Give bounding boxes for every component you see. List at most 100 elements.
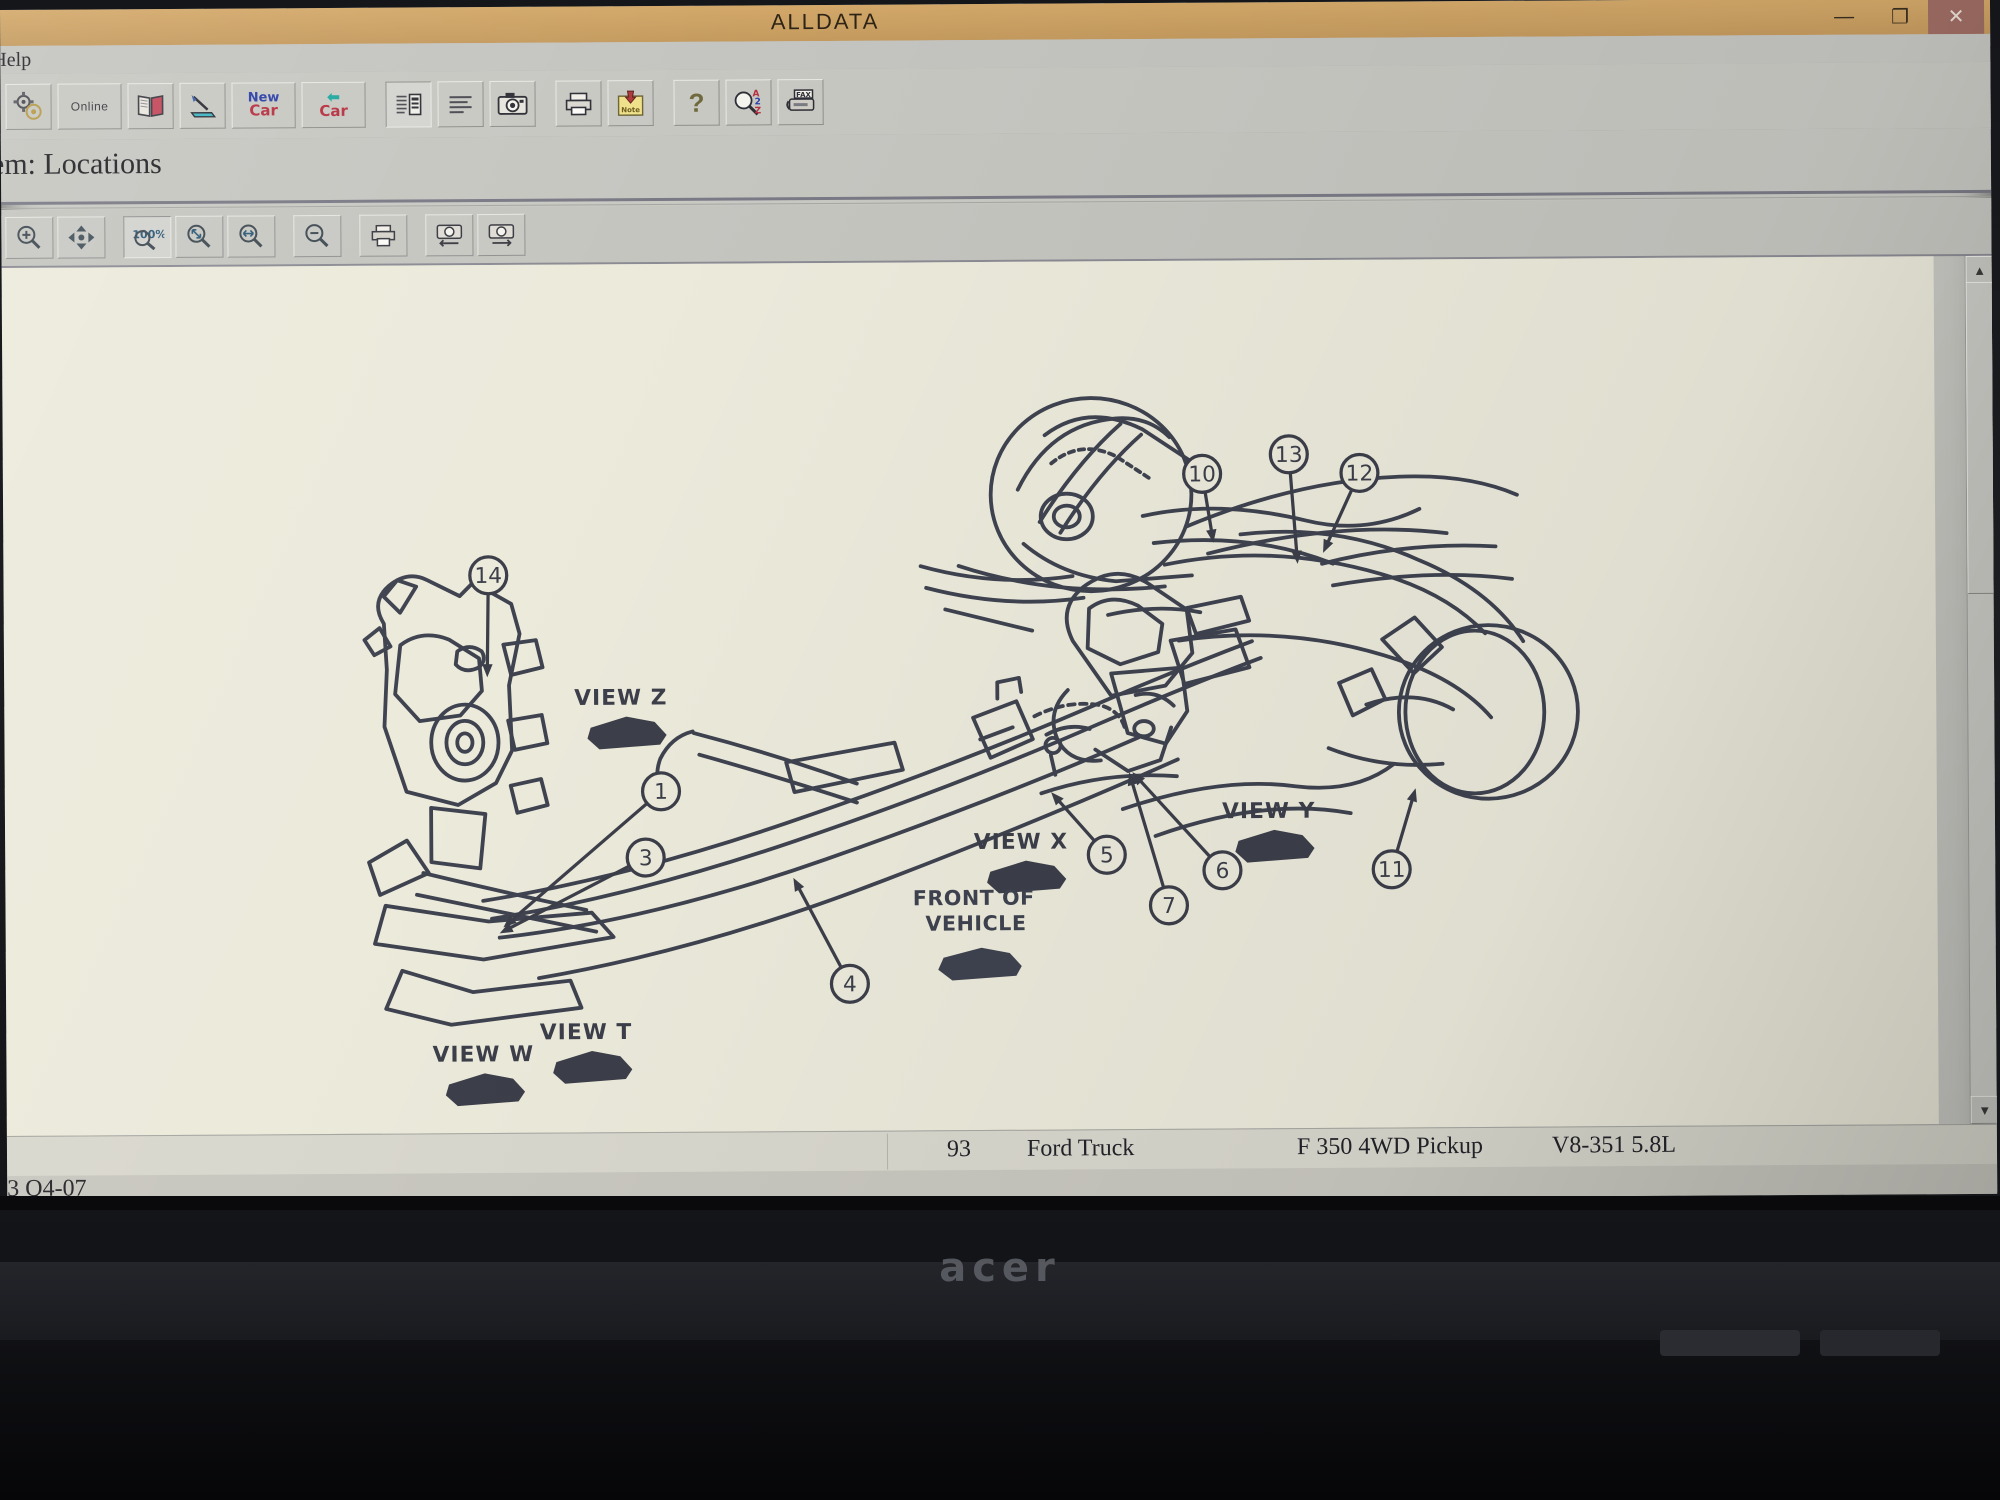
brand-logo: acer: [939, 1245, 1061, 1291]
view-label-text: VIEW T: [540, 1020, 633, 1046]
next-graphic-icon[interactable]: [477, 213, 526, 257]
callout-bubble: [1086, 834, 1127, 875]
callout-bubble: [1339, 452, 1380, 493]
note-label: Note: [621, 106, 640, 114]
callout-number: 1: [654, 780, 668, 805]
callout-arrowhead: [503, 914, 517, 928]
viewer-toolbar: 100%: [1, 197, 1994, 268]
pen-edit-icon[interactable]: [179, 82, 226, 129]
change-car-label: Car: [319, 101, 348, 121]
callout-arrowhead: [1291, 550, 1302, 564]
vehicle-year: 93: [946, 1136, 972, 1163]
glossary-search-icon[interactable]: A 2 Z: [725, 79, 772, 126]
callout-10: 10: [1182, 453, 1223, 543]
vehicle-make: Ford Truck: [1026, 1135, 1135, 1162]
view-label-view-z: VIEW Z: [574, 685, 668, 750]
vehicle-engine: V8-351 5.8L: [1551, 1131, 1677, 1159]
pan-move-icon[interactable]: [57, 216, 106, 259]
close-icon: ✕: [1947, 5, 1965, 28]
zoom-out-icon[interactable]: [293, 214, 342, 258]
callout-arrowhead: [1323, 538, 1334, 553]
gears-settings-icon[interactable]: [5, 83, 52, 130]
callout-11: 11: [1371, 788, 1417, 890]
change-car-icon[interactable]: ⬅ Car: [301, 81, 366, 129]
scroll-up-button[interactable]: ▲: [1965, 255, 1994, 284]
print-icon[interactable]: [555, 80, 602, 127]
vehicle-model: F 350 4WD Pickup: [1296, 1132, 1484, 1161]
callout-number: 11: [1378, 858, 1406, 883]
callout-leader: [1325, 489, 1354, 545]
view-direction-arrow: [587, 716, 667, 750]
zoom-in-icon[interactable]: [5, 216, 54, 259]
view-direction-arrow: [445, 1073, 526, 1107]
desk-surface: [0, 1340, 2000, 1500]
callout-number: 4: [843, 972, 857, 997]
laptop-foot-left: [1660, 1330, 1800, 1356]
view-label-text: VIEW Z: [574, 685, 668, 711]
maximize-button[interactable]: ❐: [1872, 0, 1928, 35]
callout-number: 3: [639, 846, 653, 871]
new-car-label: Car: [249, 101, 278, 120]
online-button[interactable]: Online: [57, 83, 122, 130]
view-direction-arrow: [553, 1051, 633, 1084]
laptop-screen: ALLDATA — ❐ ✕ Help: [0, 0, 1998, 1206]
callout-arrowhead: [499, 922, 514, 934]
article-list-icon[interactable]: [385, 81, 432, 128]
callout-leader: [1395, 797, 1415, 853]
previous-graphic-icon[interactable]: [425, 214, 474, 257]
callout-number: 13: [1275, 443, 1303, 468]
page-title: em: Locations: [0, 147, 162, 182]
callout-7: 7: [1127, 772, 1190, 926]
callout-number: 10: [1188, 462, 1216, 487]
callout-leader: [485, 593, 490, 668]
callout-1: 1: [503, 771, 682, 928]
help-question-icon[interactable]: ?: [673, 79, 720, 126]
callout-6: 6: [1132, 772, 1243, 891]
scroll-thumb[interactable]: [1965, 281, 1996, 594]
laptop-hinge: [0, 1196, 2000, 1210]
close-button[interactable]: ✕: [1927, 0, 1985, 35]
callout-leader: [1056, 798, 1096, 843]
fax-icon[interactable]: FAX: [777, 78, 824, 126]
callout-leader: [509, 802, 649, 923]
main-toolbar: Online New Car: [0, 61, 1993, 141]
camera-graphics-icon[interactable]: [489, 80, 536, 128]
menu-item-help[interactable]: Help: [0, 48, 32, 72]
callout-arrowhead: [1206, 528, 1217, 543]
fit-width-icon[interactable]: [227, 215, 276, 258]
callout-number: 6: [1215, 859, 1229, 884]
new-car-icon[interactable]: New Car: [231, 82, 296, 129]
maximize-icon: ❐: [1891, 5, 1910, 28]
zoom-100-icon[interactable]: 100%: [123, 215, 172, 259]
callout-bubble: [640, 771, 682, 812]
text-lines-icon[interactable]: [437, 81, 484, 128]
callout-4: 4: [793, 877, 870, 1004]
callout-number: 14: [474, 564, 502, 589]
fit-page-icon[interactable]: [175, 215, 224, 258]
book-icon[interactable]: [127, 82, 174, 130]
callout-12: 12: [1323, 452, 1380, 553]
minimize-button[interactable]: —: [1816, 0, 1872, 35]
callout-14: 14: [468, 555, 509, 678]
view-label-text: VIEW X: [974, 829, 1069, 855]
view-label-view-x: VIEW X: [974, 829, 1069, 894]
viewer-scrollbar[interactable]: ▲ ▼: [1964, 255, 1998, 1124]
scroll-down-button[interactable]: ▼: [1970, 1095, 1998, 1124]
note-pushpin-icon[interactable]: Note: [607, 80, 654, 127]
view-direction-arrow: [987, 860, 1067, 894]
print-graphic-icon[interactable]: [359, 214, 408, 257]
callout-13: 13: [1268, 434, 1309, 564]
callout-arrowhead: [1127, 772, 1138, 787]
svg-text:A: A: [752, 89, 759, 99]
question-glyph: ?: [688, 87, 705, 118]
window-title: ALLDATA: [770, 8, 880, 35]
callout-number: 7: [1162, 894, 1176, 919]
laptop-foot-right: [1820, 1330, 1940, 1356]
svg-text:VEHICLE: VEHICLE: [925, 911, 1026, 936]
callout-bubble: [1148, 885, 1190, 926]
svg-text:Z: Z: [755, 106, 762, 116]
callout-number: 12: [1346, 461, 1374, 486]
